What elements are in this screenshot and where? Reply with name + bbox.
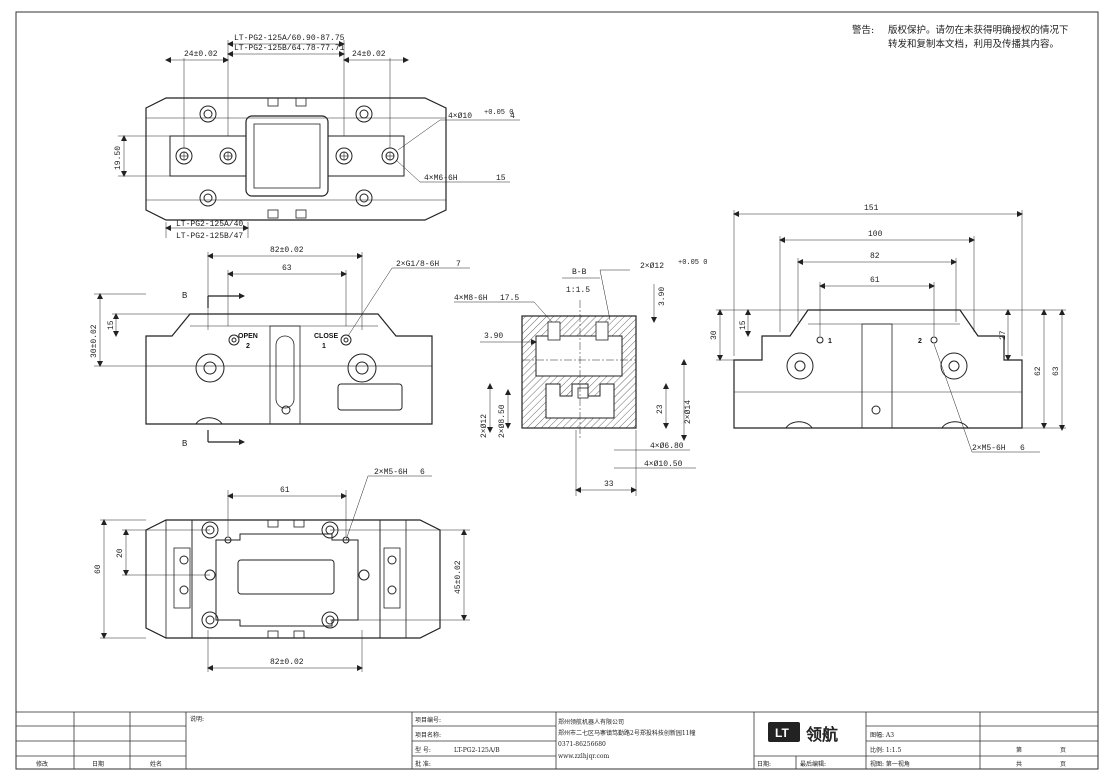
side-view: 1 2 151 100 82 61 30 15 27 62 63 2×M: [710, 204, 1066, 453]
dim-closed-b: LT-PG2-125B/47: [176, 232, 243, 241]
bottom-dim-20: 20: [116, 548, 125, 558]
title-block: [15, 711, 1099, 770]
close-port-number: 1: [322, 343, 326, 350]
bottom-dim-60: 60: [94, 564, 103, 574]
dim-pin-left: 2×Ø12: [480, 414, 489, 438]
bottom-dim-82: 82±0.02: [270, 658, 304, 667]
top-view: LT-PG2-125A/60.90-87.75 LT-PG2-125B/64.7…: [114, 34, 520, 241]
open-port-number: 2: [246, 343, 250, 350]
dim-10-50: 4×Ø10.50: [644, 460, 683, 469]
copyright-warning: 警告: 版权保护。请勿在未获得明确授权的情况下 转发和复制本文档，利用及传播其内…: [852, 24, 1092, 52]
dim-19-5: 19.50: [114, 146, 123, 170]
note-port-depth: 7: [456, 260, 461, 269]
side-dim-15: 15: [739, 320, 748, 330]
tb-note-label: 说明:: [190, 715, 204, 723]
bottom-note-m5-depth: 6: [420, 468, 425, 477]
front-dim-63: 63: [282, 264, 292, 273]
warning-line-2: 转发和复制本文档，利用及传播其内容。: [888, 39, 1060, 50]
side-dim-100: 100: [868, 230, 883, 239]
note-thread: 4×M6-6H: [424, 174, 458, 183]
tb-phone: 0371-86256680: [558, 741, 606, 748]
tb-address: 郑州市二七区马寨镇笃勤路2号郑投科技创新园11幢: [558, 729, 695, 737]
front-dim-30: 30±0.02: [90, 324, 99, 358]
front-view: OPEN 2 CLOSE 1 82±0.02 63 30±0.02 15 2×G…: [90, 246, 470, 448]
dim-6-80: 4×Ø6.80: [650, 442, 684, 451]
note-port: 2×G1/8-6H: [396, 260, 439, 269]
bottom-dim-45: 45±0.02: [454, 560, 463, 594]
tb-total-unit: 页: [1060, 761, 1066, 768]
dim-closed-a: LT-PG2-125A/40: [176, 220, 243, 229]
tb-project-no: 项目编号:: [415, 716, 441, 724]
note-hole-tol: +0.05 0: [484, 109, 513, 117]
side-port-1: 1: [828, 338, 832, 345]
tb-approve: 批 准:: [415, 760, 431, 768]
section-view: B-B 1:1.5 2×Ø12 +0.05 0 3.90 4×M8-6H 17.…: [454, 259, 707, 496]
note-m8: 4×M8-6H: [454, 294, 488, 303]
tb-total: 共: [1016, 760, 1022, 768]
section-scale: 1:1.5: [566, 286, 590, 295]
side-dim-62: 62: [1034, 366, 1043, 376]
dim-range-a: LT-PG2-125A/60.90-87.75: [234, 34, 345, 43]
side-dim-61: 61: [870, 276, 880, 285]
dim-33: 33: [604, 480, 614, 489]
front-dim-15: 15: [107, 320, 116, 330]
tb-project-name: 项目名称:: [415, 731, 441, 739]
warning-label: 警告:: [852, 25, 875, 36]
side-dim-30: 30: [710, 330, 719, 340]
bottom-view: 61 60 20 45±0.02 82±0.02 2×M5-6H 6: [94, 468, 470, 672]
dim-3-90-top: 3.90: [658, 287, 667, 306]
note-hole: 4×Ø10: [448, 112, 472, 121]
tb-date: 日期:: [757, 760, 771, 768]
note-pin: 2×Ø12: [640, 262, 664, 271]
tb-scale: 比例: 1:1.5: [870, 746, 901, 754]
dim-24-left: 24±0.02: [184, 50, 218, 59]
logo-text: 领航: [806, 725, 838, 744]
section-title: B-B: [572, 268, 587, 277]
front-dim-82: 82±0.02: [270, 246, 304, 255]
side-note-m5-depth: 6: [1020, 444, 1025, 453]
tb-last-edit: 最后编辑:: [800, 760, 826, 768]
side-dim-82: 82: [870, 252, 880, 261]
tb-rev-date: 日期: [92, 760, 104, 768]
note-pin-tol: +0.05 0: [678, 259, 707, 267]
tb-rev-sign: 姓名: [150, 760, 162, 768]
note-m8-depth: 17.5: [500, 294, 519, 303]
tb-model-label: 型 号:: [415, 746, 431, 754]
company-logo: LT 领航: [768, 722, 838, 744]
tb-page: 第: [1016, 746, 1022, 754]
dim-3-90-left: 3.90: [484, 332, 503, 341]
side-dim-151: 151: [864, 204, 879, 213]
tb-sheet-size: 图幅: A3: [870, 731, 894, 739]
tb-model-value: LT-PG2-125A/B: [454, 747, 500, 754]
open-label: OPEN: [238, 333, 258, 340]
section-mark-bottom: B: [182, 439, 187, 448]
tb-rev-mod: 修改: [36, 760, 48, 768]
warning-line-1: 版权保护。请勿在未获得明确授权的情况下: [888, 25, 1069, 36]
section-mark-top: B: [182, 291, 187, 300]
dim-24-right: 24±0.02: [352, 50, 386, 59]
note-hole-depth: 4: [510, 112, 515, 121]
bottom-dim-61: 61: [280, 486, 290, 495]
side-dim-63: 63: [1052, 366, 1061, 376]
logo-mark: LT: [775, 726, 789, 740]
tb-page-unit: 页: [1060, 747, 1066, 754]
dim-23: 23: [656, 404, 665, 414]
tb-website: www.zzlhjqr.com: [558, 753, 609, 760]
side-note-m5: 2×M5-6H: [972, 444, 1006, 453]
dim-range-b: LT-PG2-125B/64.78-77.71: [234, 44, 345, 53]
dim-8-50: 2×Ø8.50: [498, 404, 507, 438]
side-dim-27: 27: [999, 330, 1008, 340]
tb-company: 郑州领航机器人有限公司: [558, 718, 624, 726]
tb-view: 视图: 第一视角: [870, 760, 910, 768]
note-thread-depth: 15: [496, 174, 506, 183]
dim-14: 2×Ø14: [684, 400, 693, 424]
close-label: CLOSE: [314, 333, 338, 340]
bottom-note-m5: 2×M5-6H: [374, 468, 408, 477]
side-port-2: 2: [918, 338, 922, 345]
